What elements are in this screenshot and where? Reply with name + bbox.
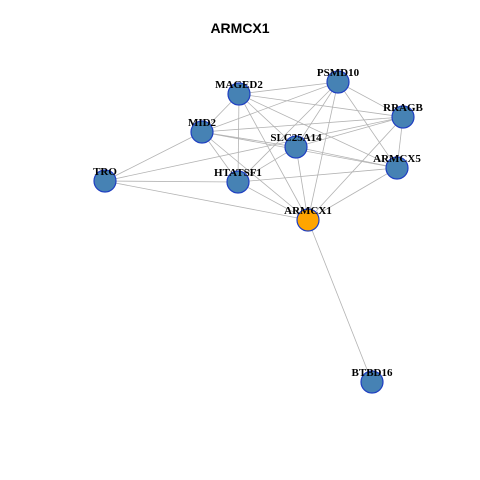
edge-maged2-psmd10 (238, 81, 339, 95)
node-slc25a14[interactable] (284, 135, 308, 159)
edge-tro-armcx1 (104, 180, 309, 221)
edge-mid2-tro (104, 131, 203, 182)
edge-armcx1-btbd16 (307, 219, 373, 383)
graph-title: ARMCX1 (210, 20, 270, 36)
node-layer (93, 70, 415, 394)
node-btbd16[interactable] (360, 370, 384, 394)
edge-tro-htatsf1 (104, 180, 239, 183)
edge-psmd10-rragb (337, 81, 404, 118)
edge-maged2-armcx5 (238, 93, 398, 169)
node-label-btbd16: BTBD16 (352, 367, 393, 379)
node-psmd10[interactable] (326, 70, 350, 94)
edge-mid2-armcx1 (201, 131, 309, 221)
edge-rragb-armcx1 (307, 116, 404, 221)
node-label-tro: TRO (93, 166, 117, 178)
edge-maged2-slc25a14 (238, 93, 297, 148)
edge-slc25a14-armcx1 (295, 146, 309, 221)
edge-htatsf1-armcx1 (237, 181, 309, 221)
node-label-rragb: RRAGB (383, 102, 423, 114)
edge-rragb-slc25a14 (295, 116, 404, 148)
edge-psmd10-armcx1 (307, 81, 339, 221)
edge-rragb-mid2 (201, 116, 404, 133)
node-armcx5[interactable] (385, 156, 409, 180)
node-htatsf1[interactable] (226, 170, 250, 194)
node-label-mid2: MID2 (188, 117, 217, 129)
node-armcx1[interactable] (296, 208, 320, 232)
edge-rragb-tro (104, 116, 404, 182)
node-rragb[interactable] (391, 105, 415, 129)
edge-psmd10-htatsf1 (237, 81, 339, 183)
node-label-maged2: MAGED2 (215, 79, 263, 91)
edge-maged2-armcx1 (238, 93, 309, 221)
node-tro[interactable] (93, 169, 117, 193)
edge-armcx5-armcx1 (307, 167, 398, 221)
node-label-armcx5: ARMCX5 (373, 153, 421, 165)
edge-slc25a14-armcx5 (295, 146, 398, 169)
edge-layer (104, 81, 404, 383)
edge-armcx5-htatsf1 (237, 167, 398, 183)
node-label-htatsf1: HTATSF1 (214, 167, 262, 179)
edge-maged2-rragb (238, 93, 404, 118)
node-mid2[interactable] (190, 120, 214, 144)
node-label-armcx1: ARMCX1 (284, 205, 332, 217)
node-label-psmd10: PSMD10 (317, 67, 360, 79)
node-label-slc25a14: SLC25A14 (270, 132, 322, 144)
edge-psmd10-mid2 (201, 81, 339, 133)
edge-psmd10-slc25a14 (295, 81, 339, 148)
node-maged2[interactable] (227, 82, 251, 106)
